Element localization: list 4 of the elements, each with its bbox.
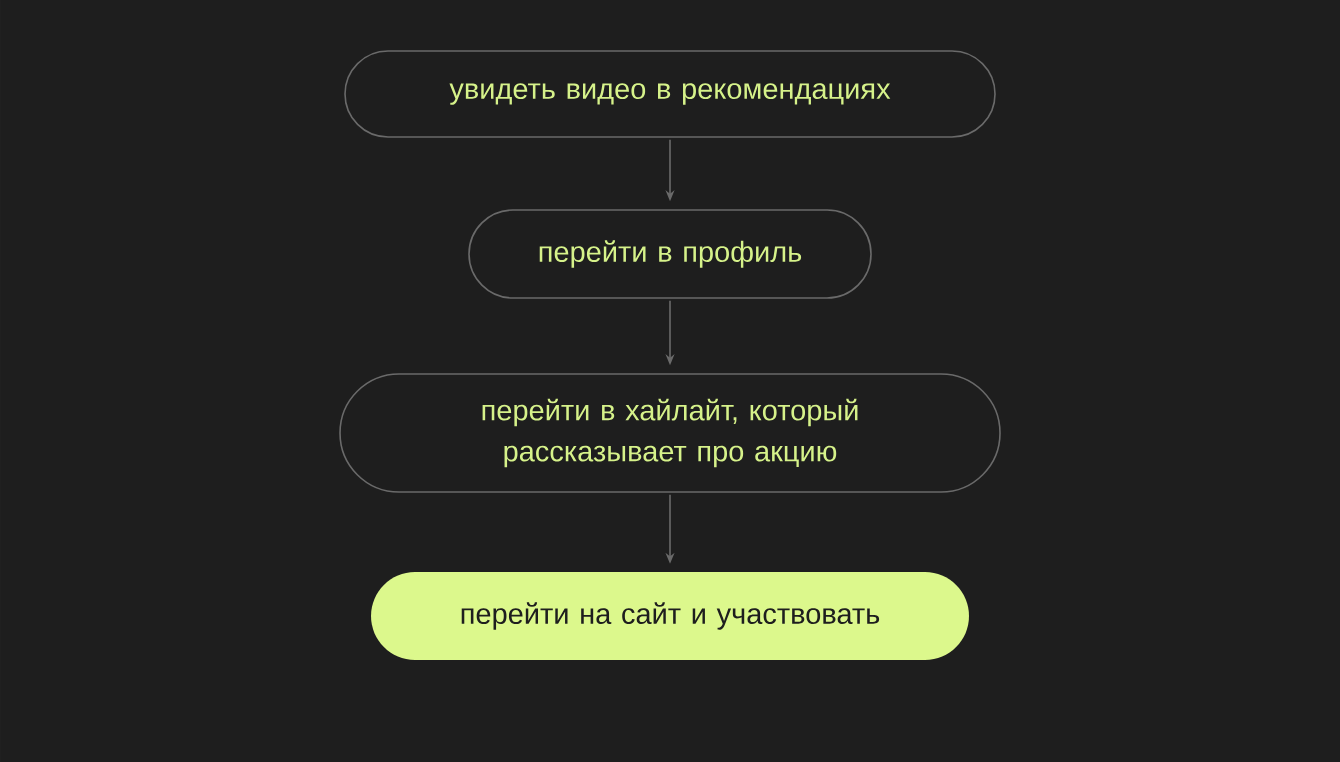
process-box: перейти в профиль	[468, 209, 872, 299]
process-box: перейти в хайлайт, который рассказывает про акцию	[339, 373, 1001, 493]
goal-box: перейти на сайт и участвовать	[371, 572, 969, 660]
process-box: увидеть видео в рекомендациях	[344, 50, 996, 138]
